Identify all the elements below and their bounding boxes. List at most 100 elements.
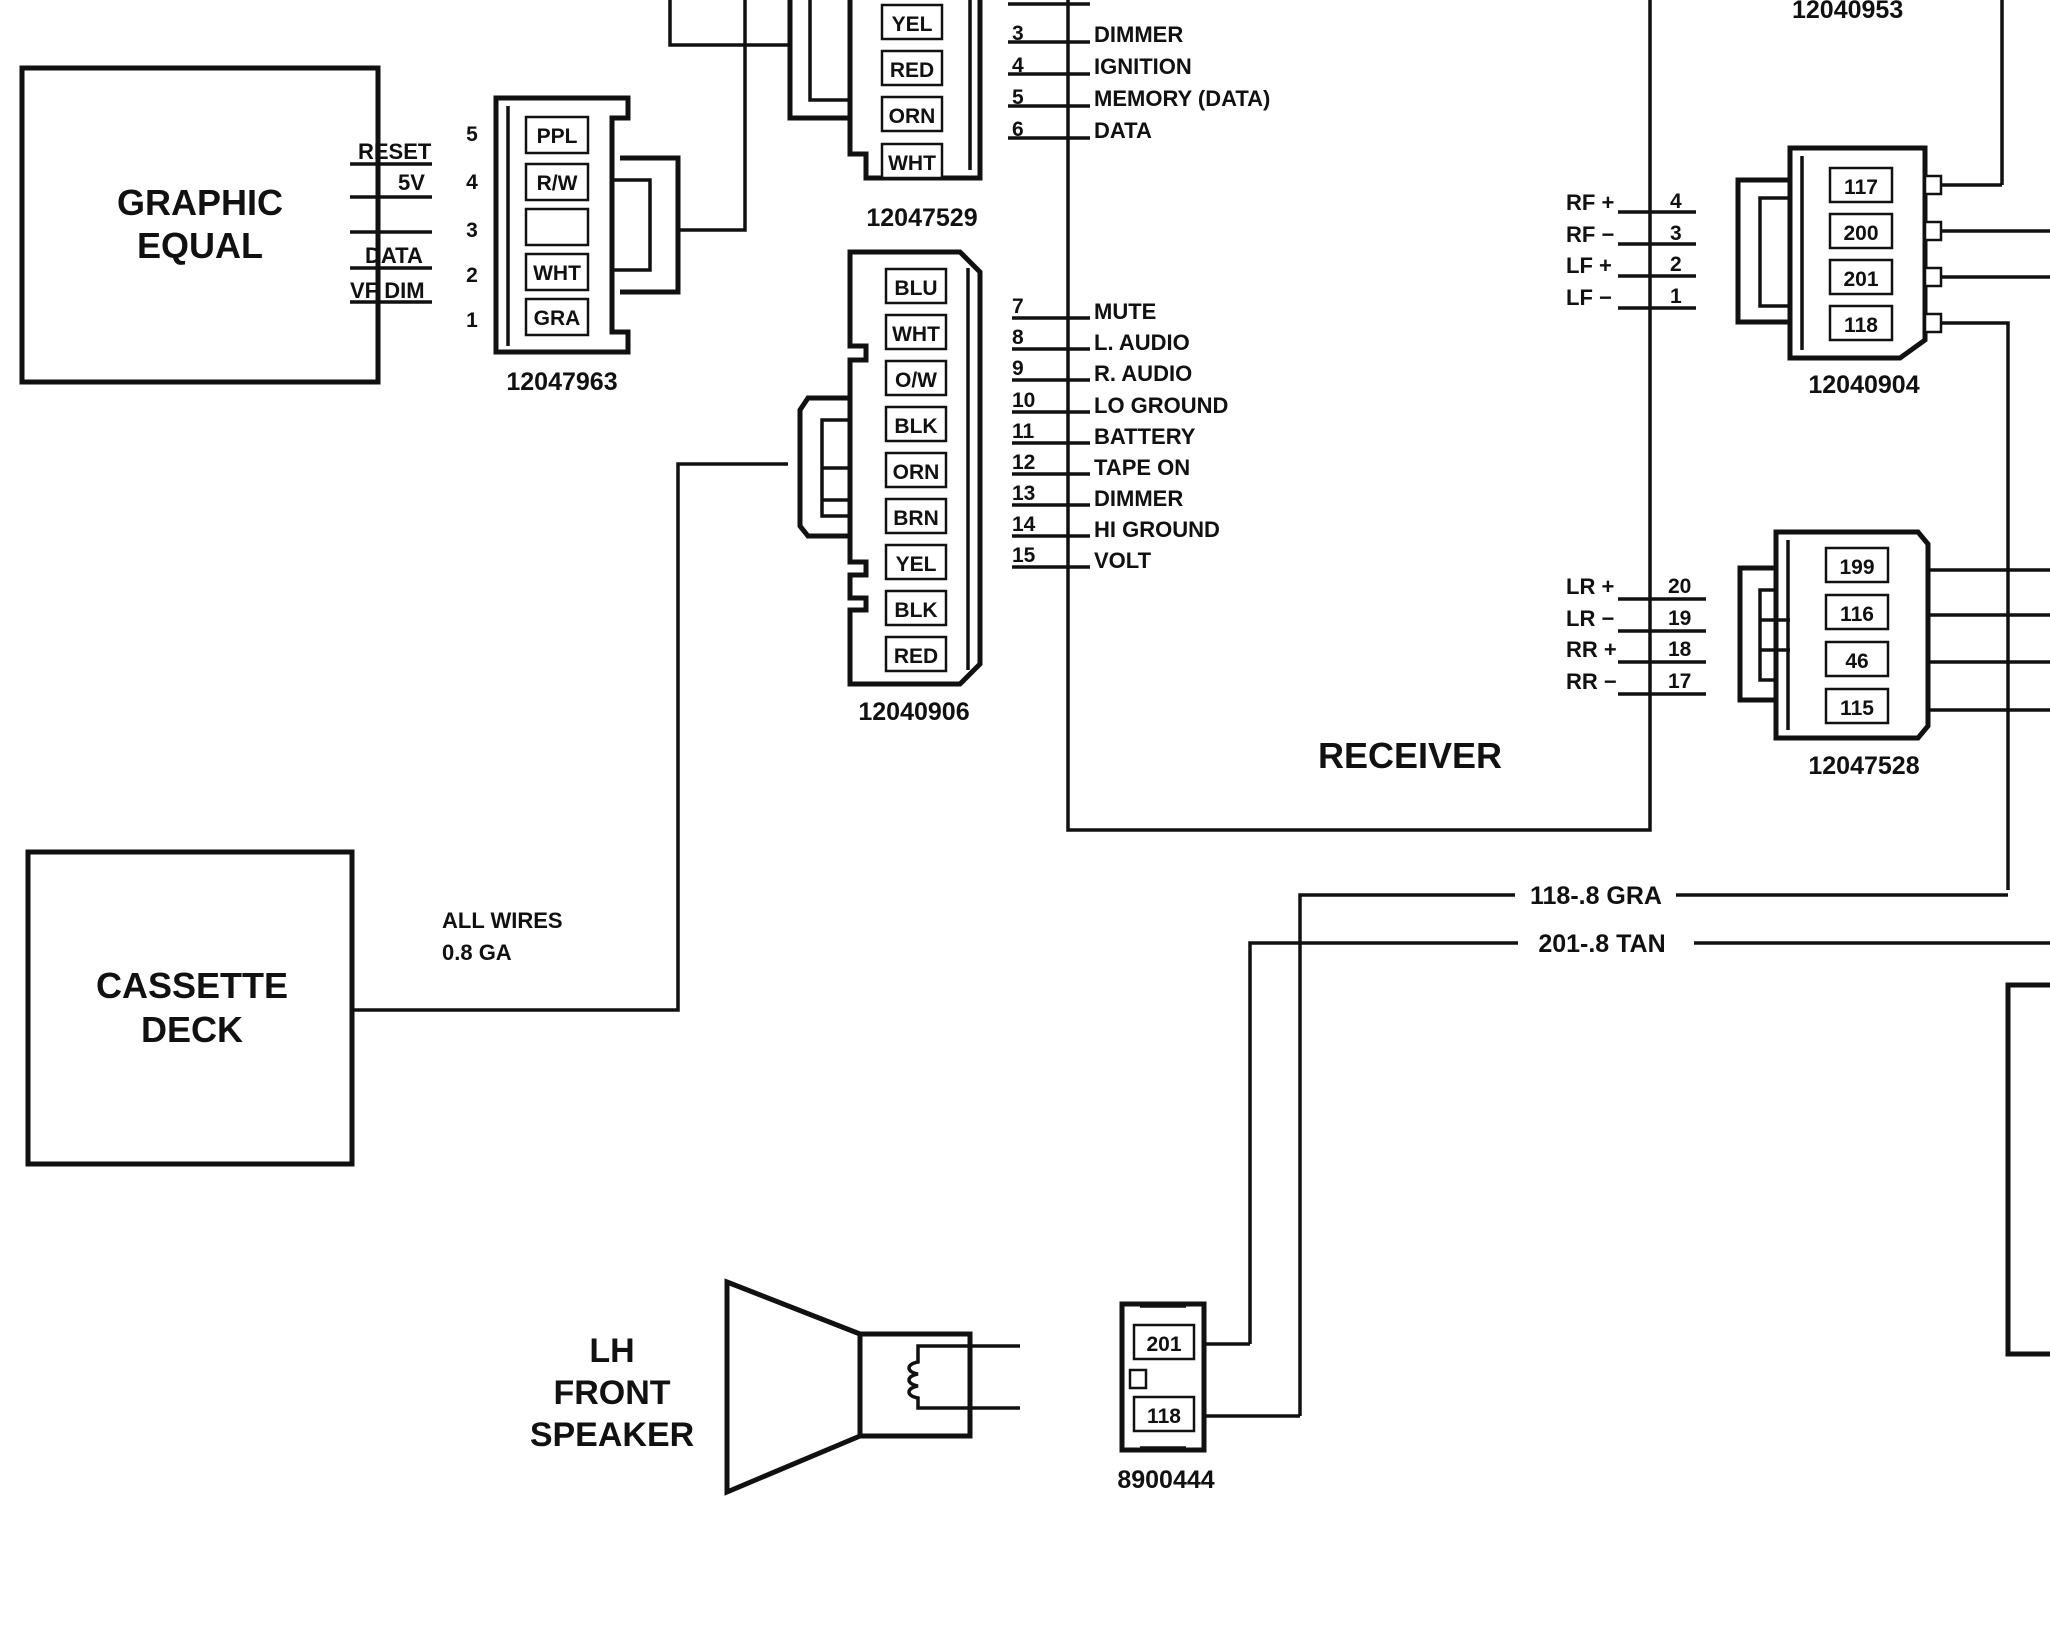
rx-rear-sig-lr-plus: LR + [1566, 574, 1614, 599]
rx-rear-num-20: 20 [1668, 575, 1691, 598]
c963-pin-num-5: 5 [466, 123, 478, 146]
eq-signal-reset: RESET [358, 139, 432, 164]
c906-cell-2: WHT [892, 323, 940, 346]
c529-cell-2: RED [890, 59, 934, 82]
rx-rear-num-18: 18 [1668, 638, 1692, 661]
rx-pin-name-7: MUTE [1094, 299, 1156, 324]
rx-pin-num-7: 7 [1012, 295, 1024, 318]
c529-cell-4: WHT [888, 152, 936, 175]
c906-cell-3: O/W [895, 369, 937, 392]
eq-signal-vf-dim: VF DIM [350, 278, 425, 303]
c963-pin-num-4: 4 [466, 171, 478, 194]
rx-front-num-4: 4 [1670, 190, 1682, 213]
rx-pin-num-10: 10 [1012, 389, 1035, 412]
lh-front-speaker-line1: LH [589, 1332, 634, 1370]
receiver-pins-top: 3 DIMMER 4 IGNITION 5 MEMORY (DATA) 6 DA… [1008, 22, 1270, 143]
connector-12047528: 199 116 46 115 12047528 [1737, 529, 1931, 780]
rx-pin-name-11: BATTERY [1094, 424, 1196, 449]
c444-cell-2: 118 [1147, 1405, 1181, 1428]
eq-signal-5v: 5V [398, 170, 425, 195]
graphic-equal-line1: GRAPHIC [117, 182, 283, 223]
rx-rear-sig-rr-minus: RR − [1566, 669, 1617, 694]
c963-cell-5: GRA [534, 307, 581, 330]
c529-part-number: 12047529 [866, 204, 977, 232]
rx-rear-sig-lr-minus: LR − [1566, 606, 1614, 631]
c906-cell-8: BLK [894, 599, 937, 622]
lh-front-speaker-line3: SPEAKER [530, 1416, 694, 1454]
wire-note-line1: ALL WIRES [442, 908, 563, 933]
speaker-harness: 118-.8 GRA 201-.8 TAN [1248, 882, 2050, 1416]
graphic-equal-line2: EQUAL [137, 225, 263, 266]
wire-note-line2: 0.8 GA [442, 940, 512, 965]
c963-cell-1: PPL [537, 125, 578, 148]
c906-cell-7: YEL [896, 553, 937, 576]
rx-front-num-3: 3 [1670, 222, 1682, 245]
wire-118-label: 118-.8 GRA [1530, 882, 1662, 910]
rx-pin-num-6: 6 [1012, 118, 1024, 141]
c963-pin-num-1: 1 [466, 309, 478, 332]
receiver-pins-mid: 7 MUTE 8 L. AUDIO 9 R. AUDIO 10 LO GROUN… [1012, 295, 1228, 573]
c528-cell-1: 199 [1839, 556, 1874, 579]
c904-cell-2: 200 [1843, 222, 1878, 245]
c906-cell-6: BRN [893, 507, 939, 530]
c906-part-number: 12040906 [858, 698, 969, 726]
rx-front-num-1: 1 [1670, 285, 1682, 308]
c904-cell-3: 201 [1843, 268, 1878, 291]
rx-pin-num-13: 13 [1012, 482, 1035, 505]
rx-pin-name-14: HI GROUND [1094, 517, 1220, 542]
cassette-deck-line1: CASSETTE [96, 965, 288, 1006]
rx-pin-num-4: 4 [1012, 54, 1024, 77]
c963-pin-num-2: 2 [466, 264, 478, 287]
wire-201-label: 201-.8 TAN [1538, 930, 1665, 958]
rx-pin-name-10: LO GROUND [1094, 393, 1228, 418]
lh-front-speaker-line2: FRONT [553, 1374, 670, 1412]
connector-12040906: BLU WHT O/W BLK ORN BRN YEL BLK RED 1204… [797, 249, 983, 726]
receiver-title: RECEIVER [1318, 735, 1502, 776]
graphic-equalizer: GRAPHIC EQUAL RESET 5V DATA VF DIM [19, 65, 432, 385]
rx-front-sig-lf-plus: LF + [1566, 253, 1612, 278]
rx-pin-name-5: MEMORY (DATA) [1094, 86, 1270, 111]
eq-signal-data: DATA [365, 243, 423, 268]
c528-cell-3: 46 [1845, 650, 1868, 673]
c528-cell-4: 115 [1840, 697, 1874, 720]
c963-cell-4: WHT [533, 262, 581, 285]
c906-cell-9: RED [894, 645, 938, 668]
rx-pin-num-11: 11 [1012, 420, 1035, 443]
partial-component-box [2005, 982, 2050, 1357]
c963-part-number: 12047963 [506, 368, 617, 396]
connector-12047529: YEL RED ORN WHT 12047529 [787, 0, 983, 232]
rx-pin-num-5: 5 [1012, 86, 1024, 109]
c529-cell-3: ORN [889, 105, 936, 128]
rx-pin-name-15: VOLT [1094, 548, 1152, 573]
rx-pin-num-12: 12 [1012, 451, 1035, 474]
lh-front-speaker: LH FRONT SPEAKER [530, 1278, 1020, 1496]
rx-front-sig-rf-plus: RF + [1566, 190, 1614, 215]
rx-front-num-2: 2 [1670, 253, 1682, 276]
rx-pin-name-4: IGNITION [1094, 54, 1192, 79]
c906-cell-4: BLK [894, 415, 937, 438]
cassette-deck: CASSETTE DECK [25, 849, 355, 1167]
rx-pin-num-8: 8 [1012, 326, 1024, 349]
rx-front-sig-rf-minus: RF − [1566, 222, 1614, 247]
c528-cell-2: 116 [1840, 603, 1874, 626]
c906-cell-5: ORN [893, 461, 940, 484]
c444-part-number: 8900444 [1117, 1466, 1214, 1494]
rx-pin-num-15: 15 [1012, 544, 1036, 567]
receiver: RECEIVER 3 DIMMER 4 IGNITION 5 MEMORY (D… [1008, 0, 1706, 832]
rx-pin-name-13: DIMMER [1094, 486, 1183, 511]
rx-pin-name-8: L. AUDIO [1094, 330, 1190, 355]
connector-12047963: 5 4 3 2 1 PPL R/W WHT GRA 12047963 [466, 95, 681, 396]
rx-rear-num-17: 17 [1668, 670, 1691, 693]
receiver-pins-rear-speakers: LR + 20 LR − 19 RR + 18 RR − 17 [1566, 574, 1706, 696]
rx-pin-num-3: 3 [1012, 22, 1024, 45]
rx-pin-num-14: 14 [1012, 513, 1036, 536]
c529-cell-1: YEL [892, 13, 933, 36]
c904-part-number: 12040904 [1808, 371, 1919, 399]
connector-12040904: 117 200 201 118 12040904 [1735, 145, 1943, 399]
c963-cell-2: R/W [537, 172, 578, 195]
cassette-deck-line2: DECK [141, 1009, 243, 1050]
c963-pin-num-3: 3 [466, 219, 478, 242]
rx-pin-name-6: DATA [1094, 118, 1152, 143]
c953-part-number: 12040953 [1792, 0, 1903, 24]
